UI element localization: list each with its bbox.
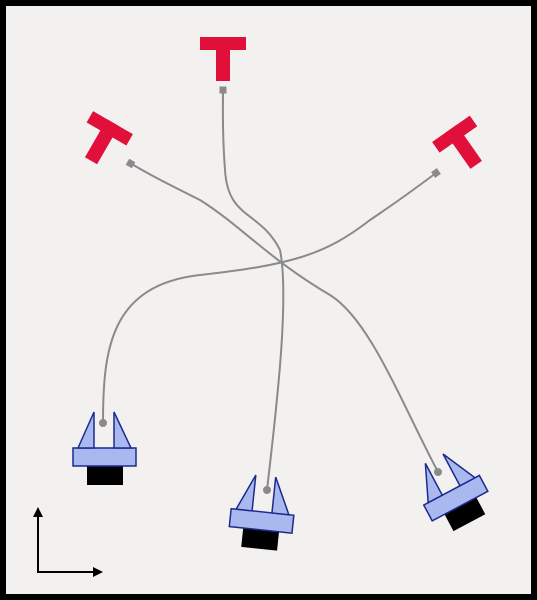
t-target-icon (200, 37, 246, 81)
target-center (200, 37, 246, 81)
endpoint-square-left (125, 158, 136, 169)
robot-center-path-start (263, 486, 271, 494)
gripper-robot-icon (72, 411, 137, 485)
robot-left (72, 411, 137, 485)
gripper-robot-icon (422, 453, 489, 532)
robot-center (228, 474, 295, 551)
endpoint-square-center (219, 86, 227, 94)
path-endpoints (125, 86, 441, 178)
target-right (432, 115, 482, 169)
target-left (84, 111, 133, 165)
endpoint-square-right (431, 168, 441, 178)
path-right-robot-to-left-target (129, 162, 439, 473)
t-target-icon (84, 111, 133, 165)
t-target-icon (432, 115, 482, 169)
gripper-robot-icon (228, 474, 295, 551)
robot-right-path-start (434, 468, 442, 476)
path-left-robot-to-right-target (102, 172, 437, 424)
trajectory-paths (102, 89, 439, 491)
path-center-robot-to-center-target (221, 89, 285, 491)
axis-arrows-icon (33, 507, 103, 577)
robot-right (422, 453, 489, 532)
